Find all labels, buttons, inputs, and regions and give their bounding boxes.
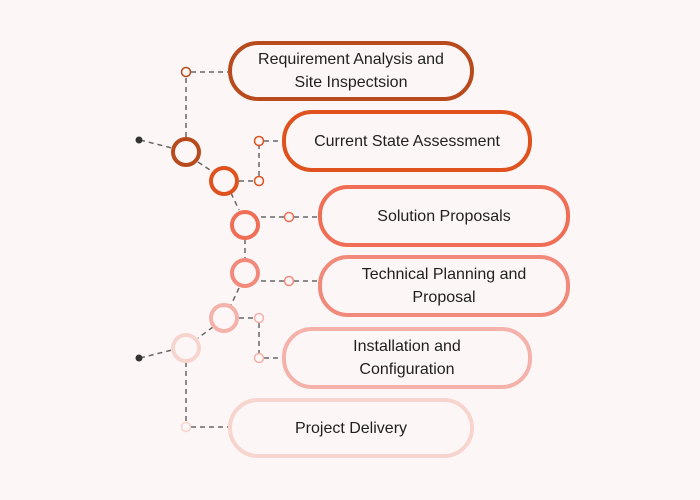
- step-label: Solution Proposals: [377, 207, 511, 225]
- step-label: Requirement Analysis and Site Inspectsio…: [258, 51, 444, 91]
- step-label: Installation and Configuration: [353, 338, 461, 378]
- ring-node-6: [171, 333, 201, 363]
- connector-dot: [253, 175, 265, 187]
- step-label: Project Delivery: [294, 419, 408, 437]
- connector-line: [139, 349, 173, 359]
- connector-line: [197, 326, 214, 339]
- step-solution-proposals: Solution Proposals: [318, 185, 570, 247]
- step-installation-configuration: Installation and Configuration: [282, 327, 532, 389]
- connector-line: [230, 287, 240, 306]
- ring-node-4: [230, 258, 260, 288]
- connector-dot: [283, 211, 295, 223]
- step-label: Technical Planning and Proposal: [361, 266, 527, 306]
- connector-dot: [180, 421, 192, 433]
- step-current-state-assessment: Current State Assessment: [282, 110, 532, 172]
- connector-dot: [180, 66, 192, 78]
- ring-node-5: [209, 303, 239, 333]
- endpoint-dot: [135, 136, 143, 144]
- step-label: Current State Assessment: [314, 132, 500, 150]
- ring-node-2: [209, 166, 239, 196]
- connector-line: [139, 139, 173, 149]
- connector-dot: [253, 312, 265, 324]
- step-requirement-analysis: Requirement Analysis and Site Inspectsio…: [228, 41, 474, 101]
- step-project-delivery: Project Delivery: [228, 398, 474, 458]
- ring-node-1: [171, 137, 201, 167]
- connector-line: [230, 192, 240, 211]
- connector-dot: [283, 275, 295, 287]
- endpoint-dot: [135, 354, 143, 362]
- connector-dot: [253, 352, 265, 364]
- ring-node-3: [230, 210, 260, 240]
- step-technical-planning: Technical Planning and Proposal: [318, 255, 570, 317]
- connector-line: [197, 161, 214, 173]
- connector-dot: [253, 135, 265, 147]
